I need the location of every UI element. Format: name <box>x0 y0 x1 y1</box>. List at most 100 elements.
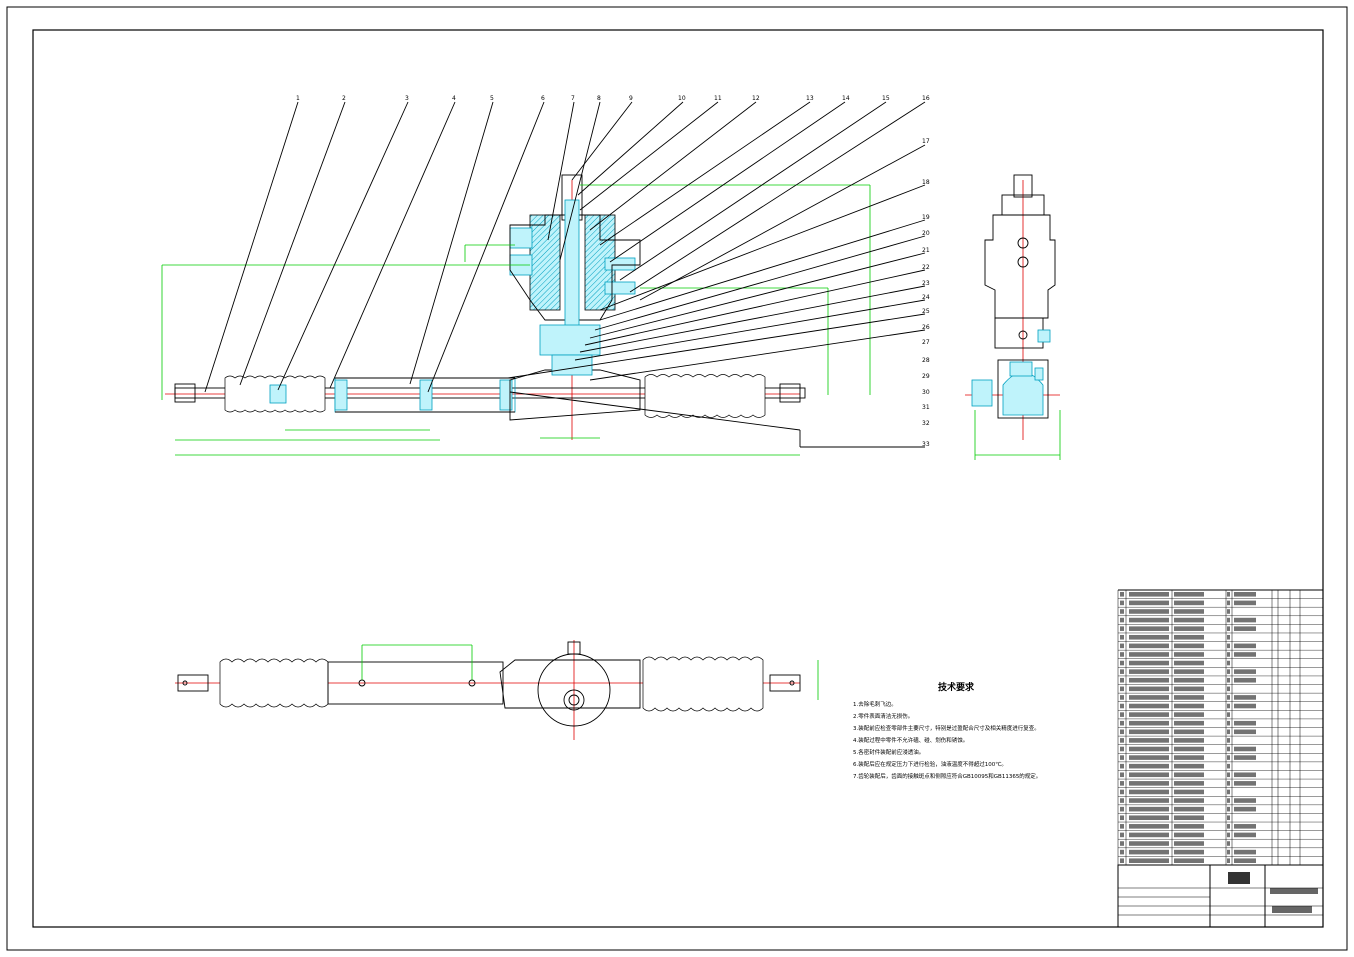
parts-list-cell-text <box>1120 738 1124 743</box>
technical-requirements: 技术要求 1.去除毛刺飞边。 2.零件表面清洁无损伤。 3.装配前应检查零部件主… <box>853 681 1041 780</box>
parts-list-cell-text <box>1174 634 1204 640</box>
parts-list-cell-text <box>1227 686 1230 692</box>
parts-list-cell-text <box>1227 841 1230 846</box>
parts-list-cell-text <box>1234 832 1256 838</box>
right-leader-labels: 17 18 19 20 21 22 23 24 25 26 27 28 29 3… <box>922 138 930 448</box>
parts-list-cell-text <box>1227 660 1230 666</box>
parts-list-cell-text <box>1174 755 1204 760</box>
parts-list-cell-text <box>1227 669 1230 674</box>
parts-list-cell-text <box>1174 738 1204 743</box>
parts-list-cell-text <box>1174 849 1204 855</box>
parts-list-cell-text <box>1129 798 1169 803</box>
parts-list-cell-text <box>1129 815 1169 821</box>
parts-list-cell-text <box>1227 781 1230 786</box>
parts-list-cell-text <box>1227 789 1230 795</box>
parts-list-cell-text <box>1174 763 1204 769</box>
parts-list-cell-text <box>1227 755 1230 760</box>
tech-req-title: 技术要求 <box>938 681 975 693</box>
parts-list-cell-text <box>1120 798 1124 803</box>
leader-label-18: 18 <box>922 179 930 186</box>
parts-list-cell-text <box>1234 849 1256 855</box>
parts-list-cell-text <box>1174 772 1204 778</box>
parts-list-cell-text <box>1234 669 1256 674</box>
front-section-view <box>161 174 871 456</box>
parts-list-cell-text <box>1129 746 1169 752</box>
parts-list-cell-text <box>1120 609 1124 614</box>
parts-list-cell-text <box>1227 626 1230 631</box>
leader-label-9: 9 <box>629 95 633 102</box>
parts-list-cell-text <box>1120 695 1124 700</box>
leader-label-23: 23 <box>922 280 930 287</box>
parts-list-cell-text <box>1120 720 1124 726</box>
leader-label-4: 4 <box>452 95 456 102</box>
parts-list-cell-text <box>1129 720 1169 726</box>
parts-list-cell-text <box>1129 712 1169 717</box>
parts-list-cell-text <box>1227 729 1230 735</box>
parts-list-cell-text <box>1120 643 1124 649</box>
leader-label-19: 19 <box>922 214 930 221</box>
leader-label-6: 6 <box>541 95 545 102</box>
parts-list-cell-text <box>1174 695 1204 700</box>
parts-list-cell-text <box>1120 824 1124 829</box>
leader-label-22: 22 <box>922 264 930 271</box>
parts-list-cell-text <box>1234 643 1256 649</box>
parts-list-cell-text <box>1234 781 1256 786</box>
title-block <box>1117 864 1324 928</box>
leader-label-31: 31 <box>922 404 930 411</box>
parts-list-cell-text <box>1234 720 1256 726</box>
parts-list-cell-text <box>1227 806 1230 812</box>
parts-list-cell-text <box>1120 789 1124 795</box>
parts-list-cell-text <box>1174 824 1204 829</box>
parts-list-cell-text <box>1227 609 1230 614</box>
leader-label-28: 28 <box>922 357 930 364</box>
tech-req-item-2: 2.零件表面清洁无损伤。 <box>853 712 913 720</box>
parts-list-cell-text <box>1174 643 1204 649</box>
parts-list-cell-text <box>1174 789 1204 795</box>
parts-list-cell-text <box>1120 669 1124 674</box>
parts-list-cell-text <box>1120 746 1124 752</box>
parts-list-cell-text <box>1129 660 1169 666</box>
parts-list-cell-text <box>1174 660 1204 666</box>
parts-list-cell-text <box>1174 815 1204 821</box>
parts-list-cell-text <box>1129 738 1169 743</box>
parts-list-cell-text <box>1120 815 1124 821</box>
parts-list-cell-text <box>1174 858 1204 863</box>
outer-border <box>6 6 1348 951</box>
parts-list-cell-text <box>1129 617 1169 623</box>
parts-list-cell-text <box>1227 746 1230 752</box>
parts-list-cell-text <box>1227 617 1230 623</box>
leader-label-33: 33 <box>922 441 930 448</box>
parts-list-cell-text <box>1234 652 1256 657</box>
parts-list-cell-text <box>1234 703 1256 709</box>
leader-label-32: 32 <box>922 420 930 427</box>
parts-list-cell-text <box>1227 634 1230 640</box>
parts-list-cell-text <box>1120 772 1124 778</box>
parts-list-cell-text <box>1174 712 1204 717</box>
parts-list-cell-text <box>1120 841 1124 846</box>
leader-label-13: 13 <box>806 95 814 102</box>
parts-list-cell-text <box>1120 729 1124 735</box>
parts-list-cell-text <box>1227 763 1230 769</box>
parts-list-cell-text <box>1129 772 1169 778</box>
parts-list-cell-text <box>1174 746 1204 752</box>
parts-list-cell-text <box>1227 798 1230 803</box>
parts-list-cell-text <box>1174 806 1204 812</box>
parts-list-cell-text <box>1129 763 1169 769</box>
parts-list-cell-text <box>1129 789 1169 795</box>
parts-list-cell-text <box>1129 729 1169 735</box>
parts-list-cell-text <box>1129 592 1169 597</box>
leader-label-27: 27 <box>922 339 930 346</box>
parts-list-cell-text <box>1227 712 1230 717</box>
parts-list-cell-text <box>1227 824 1230 829</box>
parts-list-cell-text <box>1227 738 1230 743</box>
parts-list-cell-text <box>1129 849 1169 855</box>
parts-list-cell-text <box>1129 824 1169 829</box>
parts-list-cell-text <box>1234 746 1256 752</box>
leader-label-1: 1 <box>296 95 300 102</box>
leader-lines <box>204 101 926 448</box>
tech-req-item-7: 7.齿轮装配后，齿面的接触斑点和侧隙应符合GB10095和GB11365的规定。 <box>853 772 1041 780</box>
parts-list-cell-text <box>1129 652 1169 657</box>
parts-list-cell-text <box>1174 841 1204 846</box>
parts-list-cell-text <box>1120 832 1124 838</box>
parts-list-cell-text <box>1120 712 1124 717</box>
